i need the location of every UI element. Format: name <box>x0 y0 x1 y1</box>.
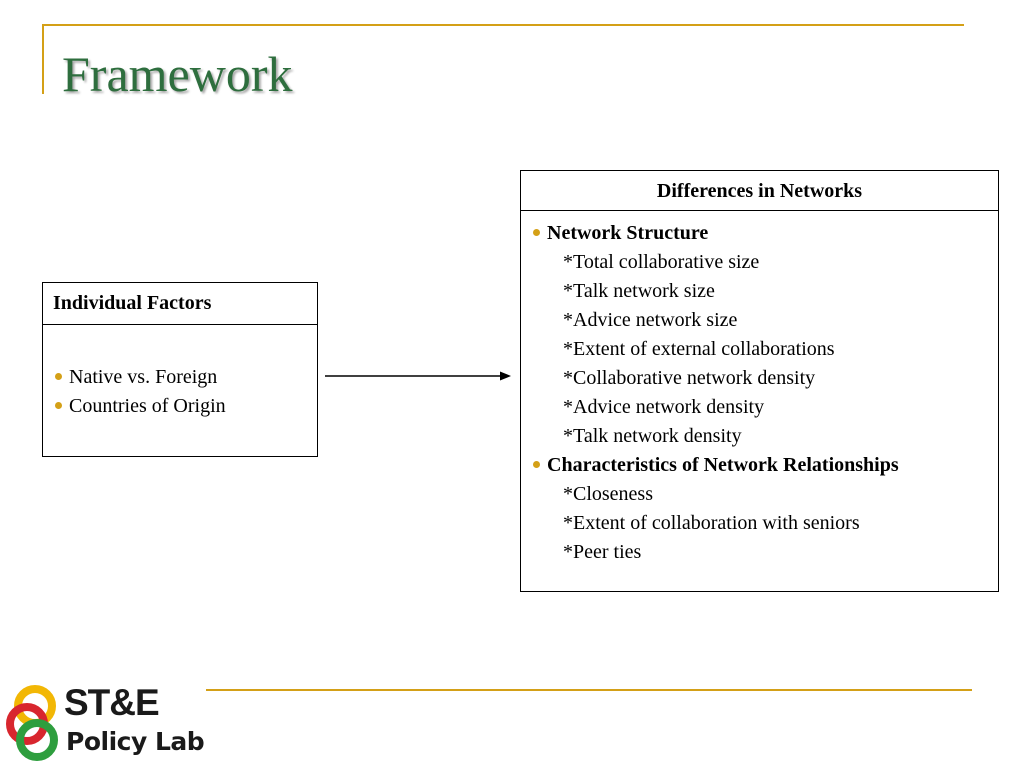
footer-rule <box>206 689 972 691</box>
individual-factors-header: Individual Factors <box>43 283 317 325</box>
bullet-text: Native vs. Foreign <box>69 366 218 388</box>
individual-factors-box: Individual Factors Native vs. Foreign Co… <box>42 282 318 457</box>
bullet-item: Countries of Origin <box>55 392 317 421</box>
differences-in-networks-body: Network Structure *Total collaborative s… <box>521 211 998 567</box>
group-heading: Characteristics of Network Relationships <box>533 451 998 480</box>
bullet-text: Countries of Origin <box>69 395 226 417</box>
bullet-dot-icon <box>55 401 62 409</box>
differences-in-networks-box: Differences in Networks Network Structur… <box>520 170 999 592</box>
sub-item: *Peer ties <box>563 541 642 563</box>
bullet-dot-icon <box>533 228 540 236</box>
group-heading-text: Network Structure <box>547 222 709 244</box>
group-heading-text: Characteristics of Network Relationships <box>547 454 899 476</box>
rings-logo-icon <box>6 685 58 761</box>
right-arrow-icon <box>325 371 511 381</box>
sub-item: *Talk network size <box>563 280 715 302</box>
bullet-dot-icon <box>55 372 62 380</box>
logo-text-ste: ST&E <box>64 682 160 723</box>
stE-policy-lab-logo: ST&E Policy Lab <box>2 680 212 766</box>
title-top-rule <box>43 24 964 26</box>
slide-title: Framework <box>62 46 293 102</box>
sub-item: *Extent of collaboration with seniors <box>563 512 860 534</box>
sub-item: *Extent of external collaborations <box>563 338 835 360</box>
logo-text-policy-lab: Policy Lab <box>66 727 205 756</box>
sub-item: *Total collaborative size <box>563 251 760 273</box>
bullet-dot-icon <box>533 460 540 468</box>
bullet-item: Native vs. Foreign <box>55 363 317 392</box>
sub-item: *Talk network density <box>563 425 742 447</box>
sub-item: *Advice network density <box>563 396 765 418</box>
sub-item: *Collaborative network density <box>563 367 816 389</box>
sub-item: *Advice network size <box>563 309 738 331</box>
group-heading: Network Structure <box>533 219 998 248</box>
title-left-rule <box>42 24 44 94</box>
sub-item: *Closeness <box>563 483 653 505</box>
individual-factors-body: Native vs. Foreign Countries of Origin <box>43 325 317 421</box>
differences-in-networks-header: Differences in Networks <box>521 171 998 211</box>
